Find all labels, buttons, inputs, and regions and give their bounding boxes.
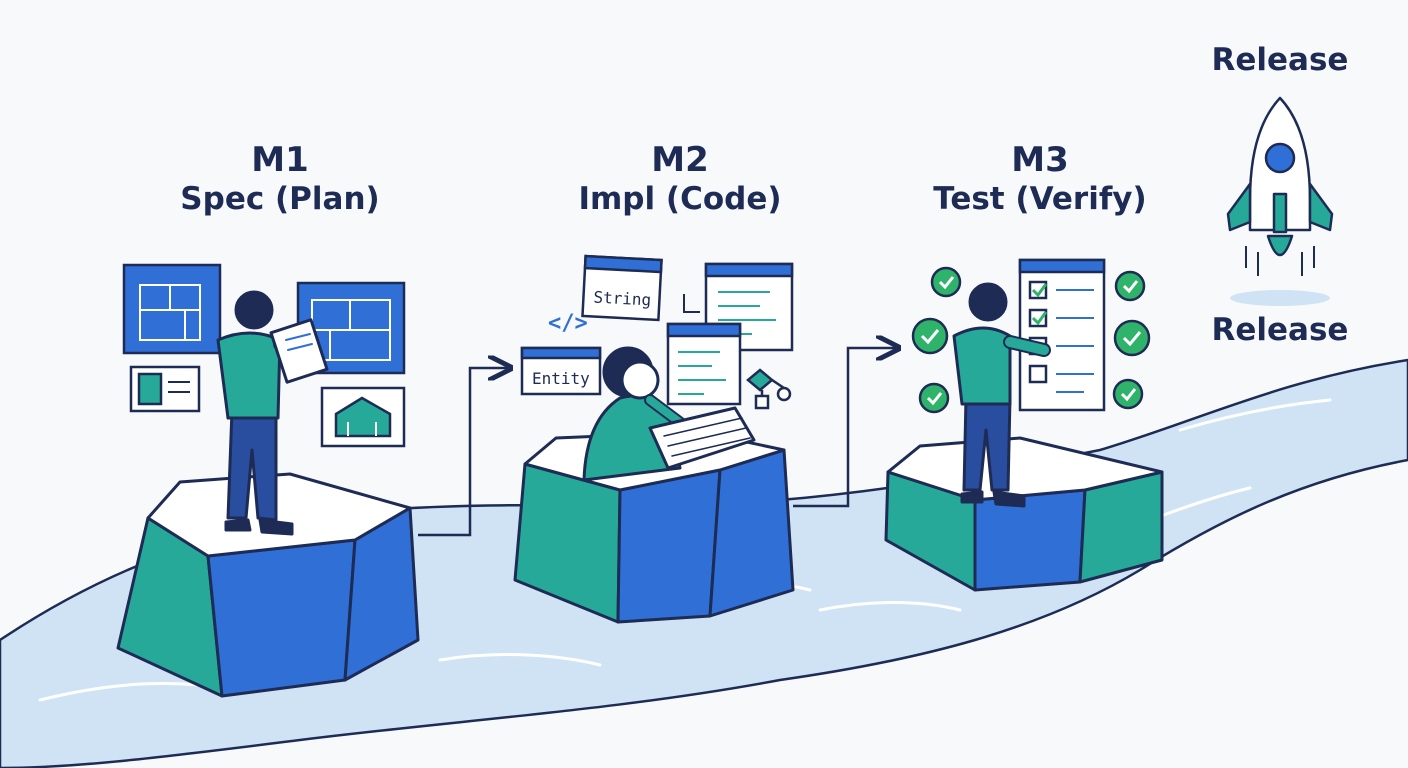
m2-label: M2 Impl (Code) <box>550 140 810 218</box>
m3-label: M3 Test (Verify) <box>910 140 1170 218</box>
code-brackets-icon: </> <box>548 311 588 336</box>
rocket-icon <box>1226 96 1334 276</box>
code-window-icon <box>704 262 794 352</box>
m3-id: M3 <box>1011 140 1069 180</box>
check-circle-icons <box>911 266 1151 414</box>
code-tag-entity: Entity <box>532 369 590 388</box>
m1-person <box>216 290 329 536</box>
m3-platform <box>884 436 1164 592</box>
m3-title: Test (Verify) <box>933 181 1147 217</box>
m1-label: M1 Spec (Plan) <box>160 140 400 218</box>
m2-title: Impl (Code) <box>578 181 782 217</box>
code-tag-string: String <box>593 288 652 310</box>
m2-person <box>582 346 756 482</box>
m2-id: M2 <box>651 140 709 180</box>
connector-arrow-m1-m2 <box>418 368 508 537</box>
m3-person <box>952 282 1051 508</box>
flowchart-icon <box>746 368 792 410</box>
rocket-shadow <box>1230 290 1330 306</box>
m1-title: Spec (Plan) <box>180 181 380 217</box>
blueprint-icon <box>122 263 222 355</box>
m1-platform <box>116 472 420 698</box>
code-window-string: String <box>581 254 663 322</box>
m1-id: M1 <box>251 140 309 180</box>
floorplan-icon <box>129 365 201 413</box>
connector-arrow-m2-m3 <box>793 348 896 508</box>
small-arrow-icon <box>683 294 700 313</box>
release-top-label: Release <box>1211 42 1349 78</box>
release-bottom-label: Release <box>1211 312 1349 348</box>
code-window-entity: Entity <box>520 346 602 396</box>
house-icon <box>320 386 406 448</box>
code-window-icon <box>666 322 742 406</box>
checklist-icon <box>1018 258 1106 412</box>
